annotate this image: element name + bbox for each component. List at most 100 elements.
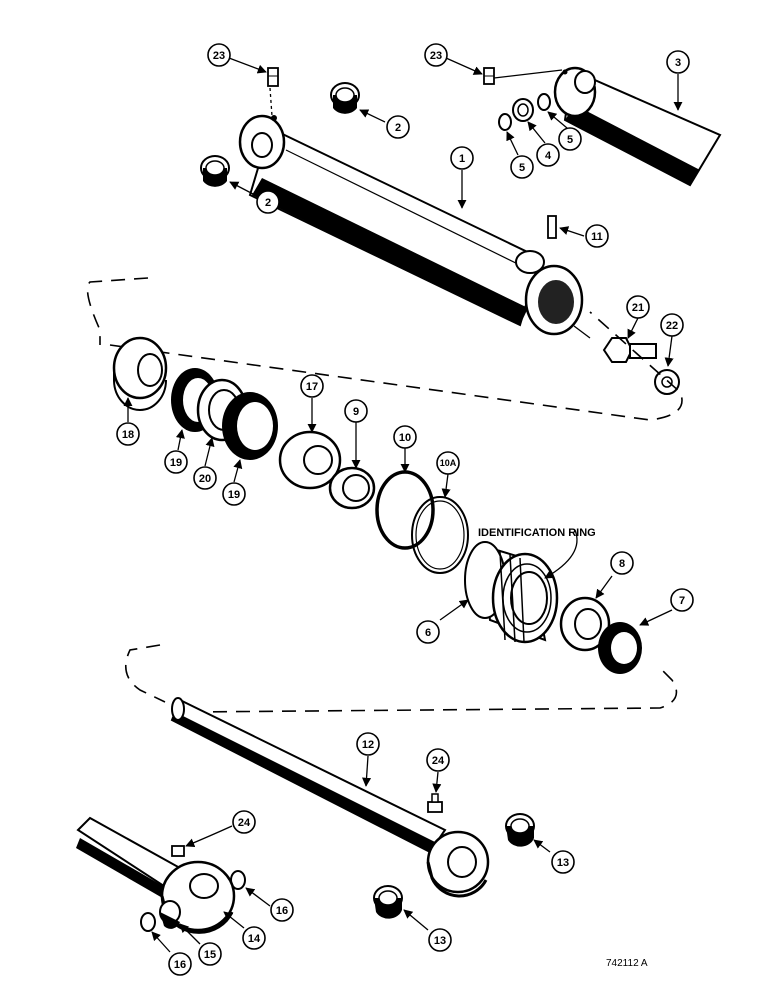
svg-text:13: 13 [557,857,569,869]
identification-ring-label: IDENTIFICATION RING [478,527,596,539]
callout-23-left: 23 [207,43,231,67]
piston-rod [170,697,490,898]
callout-7: 7 [670,588,694,612]
callout-10: 10 [393,425,417,449]
pivot-bushing-small [512,98,534,122]
bushing-upper [330,82,360,114]
callout-16-left: 16 [168,952,192,976]
snap-ring-left [498,113,512,131]
svg-text:10: 10 [399,432,411,444]
snap-ring-rod-end-left [140,912,156,932]
snap-ring-right [537,93,551,111]
grease-fitting-rod [427,793,443,813]
snap-ring-rod-end-right [230,870,246,890]
svg-text:12: 12 [362,739,374,751]
grease-fitting-right [483,67,495,85]
washer [654,369,680,395]
callout-20: 20 [193,466,217,490]
svg-text:16: 16 [276,905,288,917]
spacer [278,430,342,490]
callout-3: 3 [666,50,690,74]
svg-text:23: 23 [213,50,225,62]
callout-15: 15 [198,942,222,966]
o-ring [375,470,435,550]
callout-23-right: 23 [424,43,448,67]
retainer-ring [559,596,611,652]
svg-text:22: 22 [666,320,678,332]
svg-text:16: 16 [174,959,186,971]
svg-text:1: 1 [459,153,465,165]
callout-8: 8 [610,551,634,575]
callout-2-lower: 2 [256,190,280,214]
callout-21: 21 [626,295,650,319]
callout-13-lower: 13 [428,928,452,952]
svg-text:21: 21 [632,302,644,314]
drawing-number: 742112 A [606,958,648,969]
svg-text:19: 19 [170,457,182,469]
callout-5-left: 5 [510,155,534,179]
callout-17: 17 [300,374,324,398]
svg-text:19: 19 [228,489,240,501]
svg-text:5: 5 [519,162,525,174]
callout-22: 22 [660,313,684,337]
callout-11: 11 [585,224,609,248]
svg-text:4: 4 [545,150,552,162]
callout-18: 18 [116,422,140,446]
callout-14: 14 [242,926,266,950]
callout-24-upper: 24 [426,748,450,772]
bushing-lower [200,155,230,187]
svg-text:20: 20 [199,473,211,485]
backup-ring [411,496,469,574]
svg-text:24: 24 [432,755,445,767]
callout-13-upper: 13 [551,850,575,874]
ball-bushing [159,900,181,929]
callout-12: 12 [356,732,380,756]
svg-text:14: 14 [248,933,261,945]
callout-2-upper: 2 [386,115,410,139]
cylinder-barrel [238,114,584,336]
set-screw [547,215,557,239]
svg-text:24: 24 [238,817,251,829]
rod-bushing-upper [505,813,535,847]
piston [112,336,168,411]
svg-text:13: 13 [434,935,446,947]
gland [464,541,559,644]
svg-text:17: 17 [306,381,318,393]
wear-ring [328,466,376,510]
callout-5-right: 5 [558,127,582,151]
cylinder-barrel-lower [553,66,722,187]
svg-text:11: 11 [591,231,603,243]
svg-text:6: 6 [425,627,431,639]
rod-group-outline [124,644,678,713]
svg-text:18: 18 [122,429,134,441]
svg-text:8: 8 [619,558,625,570]
svg-text:2: 2 [395,122,401,134]
rod-bushing-lower [373,885,403,919]
svg-text:7: 7 [679,595,685,607]
bolt [602,337,657,363]
grease-fitting-left [267,67,279,87]
piston-seal-right [222,392,278,460]
wiper-seal [598,622,642,674]
callout-10a: 10A [436,451,460,475]
identification-ring-arrow [544,529,578,579]
callout-1: 1 [450,146,474,170]
callout-9: 9 [344,399,368,423]
piston-group-outline [86,277,683,421]
leader-lines [123,57,683,953]
grease-fitting-rod-end [171,845,185,857]
svg-text:9: 9 [353,406,359,418]
callout-6: 6 [416,620,440,644]
callout-16-right: 16 [270,898,294,922]
callout-24-lower: 24 [232,810,256,834]
svg-text:2: 2 [265,197,271,209]
svg-text:3: 3 [675,57,681,69]
callout-19-left: 19 [164,450,188,474]
callout-19-right: 19 [222,482,246,506]
callout-4: 4 [536,143,560,167]
svg-text:5: 5 [567,134,573,146]
svg-text:10A: 10A [440,458,457,468]
svg-text:15: 15 [204,949,216,961]
svg-text:23: 23 [430,50,442,62]
